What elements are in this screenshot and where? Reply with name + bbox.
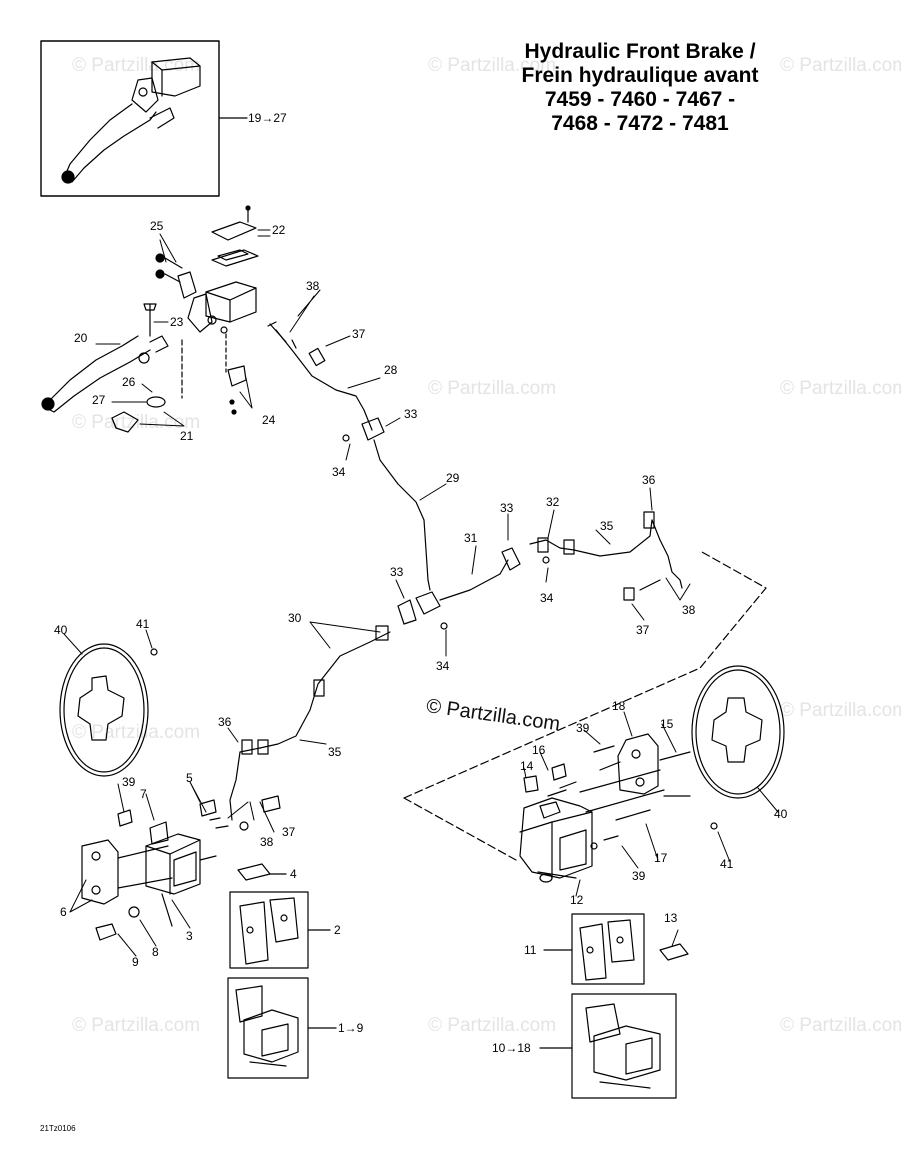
callout-38: 38	[260, 835, 274, 849]
callout-37: 37	[352, 327, 366, 341]
callout-25: 25	[150, 219, 164, 233]
callout-19-27: 19→27	[248, 111, 287, 125]
title-line-4: 7468 - 7472 - 7481	[551, 112, 729, 135]
callout-39: 39	[122, 775, 136, 789]
callout-32: 32	[546, 495, 560, 509]
title-line-3: 7459 - 7460 - 7467 -	[544, 88, 736, 111]
watermark: © Partzilla.com	[780, 55, 901, 76]
diagram-code: 21Tz0106	[40, 1124, 76, 1133]
diagram-title: Hydraulic Front Brake / Frein hydrauliqu…	[440, 40, 840, 136]
caliper-bracket-right	[579, 733, 691, 850]
callout-41: 41	[720, 857, 734, 871]
callout-22: 22	[272, 223, 286, 237]
caliper-assembly-box-right	[571, 993, 677, 1099]
callout-35: 35	[600, 519, 614, 533]
callout-13: 13	[664, 911, 678, 925]
callout-35: 35	[328, 745, 342, 759]
callout-16: 16	[532, 743, 546, 757]
callout-33: 33	[500, 501, 514, 515]
master-cylinder-assembly-inset	[61, 57, 201, 184]
callout-40: 40	[54, 623, 68, 637]
callout-36: 36	[218, 715, 232, 729]
watermark: © Partzilla.com	[72, 1015, 201, 1036]
callout-31: 31	[464, 531, 478, 545]
watermark: © Partzilla.com	[72, 722, 201, 743]
callout-7: 7	[140, 787, 147, 801]
callout-34: 34	[332, 465, 346, 479]
callout-23: 23	[170, 315, 184, 329]
callout-27: 27	[92, 393, 106, 407]
callout-38: 38	[682, 603, 696, 617]
callout-30: 30	[288, 611, 302, 625]
callout-21: 21	[180, 429, 194, 443]
brake-pads-box-left	[229, 891, 309, 969]
callout-28: 28	[384, 363, 398, 377]
caliper-bracket-left	[81, 809, 173, 941]
callout-6: 6	[60, 905, 67, 919]
brake-line-35-right	[529, 511, 683, 601]
junction-block-middle	[397, 547, 550, 630]
caliper-assembly-box-left	[227, 977, 309, 1079]
title-line-2: Frein hydraulique avant	[521, 64, 759, 87]
title-line-1: Hydraulic Front Brake /	[524, 40, 756, 63]
brake-rotor-left	[59, 643, 158, 777]
callout-17: 17	[654, 851, 668, 865]
watermark: © Partzilla.com	[428, 55, 557, 76]
callout-4: 4	[290, 867, 297, 881]
callout-11: 11	[524, 943, 537, 957]
callout-1-9: 1→9	[338, 1021, 364, 1035]
callout-29: 29	[446, 471, 460, 485]
callout-26: 26	[122, 375, 136, 389]
callout-40: 40	[774, 807, 788, 821]
hardware-right	[523, 763, 567, 793]
callout-37: 37	[636, 623, 650, 637]
callout-9: 9	[132, 955, 139, 969]
callout-20: 20	[74, 331, 88, 345]
callout-18: 18	[612, 699, 626, 713]
callout-8: 8	[152, 945, 159, 959]
callout-39: 39	[576, 721, 590, 735]
callout-37: 37	[282, 825, 296, 839]
brake-line-28	[267, 321, 373, 431]
callout-15: 15	[660, 717, 674, 731]
callout-24: 24	[262, 413, 276, 427]
callout-36: 36	[642, 473, 656, 487]
callout-38: 38	[306, 279, 320, 293]
watermark: © Partzilla.com	[780, 378, 901, 399]
callout-5: 5	[186, 771, 193, 785]
callout-34: 34	[436, 659, 450, 673]
callout-33: 33	[404, 407, 418, 421]
callout-10-18: 10→18	[492, 1041, 531, 1055]
brake-rotor-right	[691, 665, 785, 830]
watermark: © Partzilla.com	[428, 1015, 557, 1036]
brake-line-30	[259, 625, 391, 749]
watermark: © Partzilla.com	[780, 700, 901, 721]
watermark: © Partzilla.com	[780, 1015, 901, 1036]
callout-2: 2	[334, 923, 341, 937]
callout-12: 12	[570, 893, 584, 907]
callout-3: 3	[186, 929, 193, 943]
callout-33: 33	[390, 565, 404, 579]
callout-39: 39	[632, 869, 646, 883]
brake-line-35-left	[229, 739, 269, 821]
caliper-body-left	[145, 795, 281, 927]
junction-block-top	[342, 417, 431, 591]
callout-leaders	[63, 229, 779, 957]
master-cylinder-assembly	[41, 205, 259, 433]
brake-pads-box-right	[571, 913, 645, 985]
caliper-body-right	[519, 781, 593, 883]
callout-34: 34	[540, 591, 554, 605]
callout-14: 14	[520, 759, 534, 773]
callout-41: 41	[136, 617, 150, 631]
watermark: © Partzilla.com	[428, 378, 557, 399]
